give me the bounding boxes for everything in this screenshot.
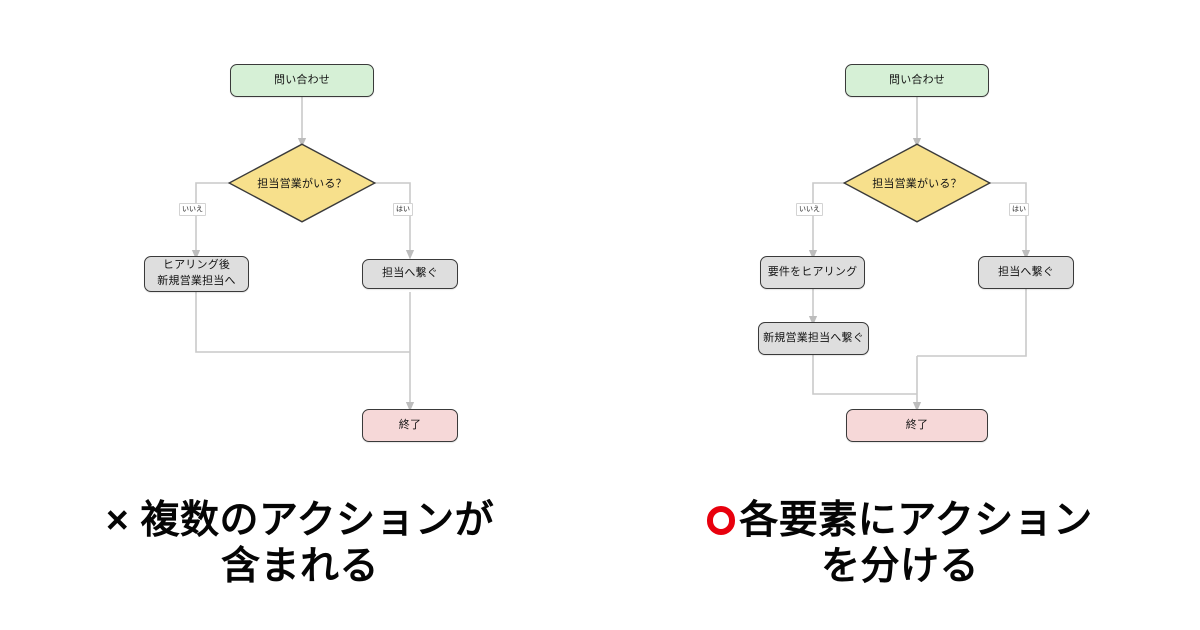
node-start-bad: 問い合わせ xyxy=(230,64,374,97)
caption-bad-text1: 複数のアクションが xyxy=(140,499,495,542)
caption-bad-text2: 含まれる xyxy=(220,545,379,589)
node-decision-label: 担当営業がいる？ xyxy=(257,178,347,190)
edge-label-yes-bad: はい xyxy=(393,203,413,216)
node-decision-good: 担当営業がいる？ xyxy=(843,143,991,223)
node-start-good: 問い合わせ xyxy=(845,64,989,97)
node-decision-bad: 担当営業がいる？ xyxy=(228,143,376,223)
node-process-right-label: 担当へ繋ぐ xyxy=(998,265,1054,278)
panel-bad-example: 問い合わせ 担当営業がいる？ いいえ はい ヒアリング後 新規営業担当へ 担当へ… xyxy=(0,0,600,590)
caption-good: 各要素にアクション を分ける xyxy=(600,498,1200,590)
edge-label-no-good: いいえ xyxy=(796,203,823,216)
caption-good-text2: を分ける xyxy=(820,545,979,589)
flowchart-good: 問い合わせ 担当営業がいる？ いいえ はい 要件をヒアリング 新規営業担当へ繋ぐ… xyxy=(600,0,1200,490)
node-process-left-2-good: 新規営業担当へ繋ぐ xyxy=(758,322,869,355)
caption-good-line1: 各要素にアクション xyxy=(600,498,1200,544)
node-process-right-bad: 担当へ繋ぐ xyxy=(362,259,458,289)
node-start-label: 問い合わせ xyxy=(274,73,330,86)
caption-bad: × 複数のアクションが 含まれる xyxy=(0,498,600,590)
flowchart-bad: 問い合わせ 担当営業がいる？ いいえ はい ヒアリング後 新規営業担当へ 担当へ… xyxy=(0,0,600,490)
caption-good-text1: 各要素にアクション xyxy=(739,499,1093,542)
flow-connectors-bad xyxy=(191,97,415,412)
node-process-left-1-good: 要件をヒアリング xyxy=(760,256,865,289)
caption-bad-line1: × 複数のアクションが xyxy=(0,498,600,544)
node-end-label: 終了 xyxy=(905,418,929,431)
cross-icon: × xyxy=(105,499,130,542)
node-end-label: 終了 xyxy=(398,418,422,431)
node-process-left-2-label: 新規営業担当へ繋ぐ xyxy=(763,331,864,344)
node-process-right-label: 担当へ繋ぐ xyxy=(382,267,438,280)
edge-label-no-bad: いいえ xyxy=(179,203,206,216)
circle-icon xyxy=(707,506,736,535)
diamond-shape xyxy=(843,143,991,223)
node-process-left-1-label: 要件をヒアリング xyxy=(767,265,858,278)
node-decision-label: 担当営業がいる？ xyxy=(872,178,962,190)
panel-good-example: 問い合わせ 担当営業がいる？ いいえ はい 要件をヒアリング 新規営業担当へ繋ぐ… xyxy=(600,0,1200,630)
diamond-shape xyxy=(228,143,376,223)
node-end-good: 終了 xyxy=(846,409,988,442)
node-process-left-line2: 新規営業担当へ xyxy=(157,275,236,287)
node-start-label: 問い合わせ xyxy=(889,73,945,86)
node-process-left-bad: ヒアリング後 新規営業担当へ xyxy=(144,256,249,292)
node-end-bad: 終了 xyxy=(362,409,458,442)
edge-label-yes-good: はい xyxy=(1009,203,1029,216)
node-process-right-good: 担当へ繋ぐ xyxy=(978,256,1074,289)
node-process-left-line1: ヒアリング後 xyxy=(162,259,231,272)
flow-connectors-good xyxy=(808,97,1031,412)
